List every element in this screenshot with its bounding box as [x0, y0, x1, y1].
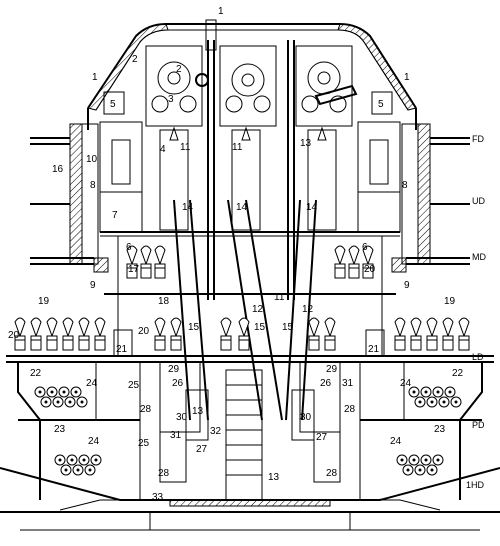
gun-house-armour	[87, 23, 417, 130]
label-24b: 24	[400, 378, 412, 389]
label-21-right: 21	[368, 344, 380, 355]
label-5-left: 5	[110, 99, 116, 110]
label-15b: 15	[254, 322, 266, 333]
gun-breech-mechanisms	[145, 45, 358, 127]
hull-side-structure	[30, 123, 470, 273]
label-20-right: 20	[364, 264, 376, 275]
label-8-left: 8	[90, 180, 96, 191]
label-27-left: 27	[196, 444, 208, 455]
label-28d: 28	[326, 468, 338, 479]
label-24a: 24	[86, 378, 98, 389]
label-9-left: 9	[90, 280, 96, 291]
shell-hoist-trunks	[173, 199, 317, 421]
label-8-right: 8	[402, 180, 408, 191]
label-32: 32	[210, 426, 222, 437]
label-14c: 14	[306, 202, 318, 213]
label-24d: 24	[390, 436, 402, 447]
part-number-labels: 1 1 1 2 2 3 4 5 5 6 6 7 8 8 9 9 10 11 11…	[8, 6, 464, 503]
label-26-right: 26	[320, 378, 332, 389]
label-12a: 12	[252, 304, 264, 315]
hull-bottom	[0, 467, 500, 531]
label-1: 1	[218, 6, 224, 17]
label-28c: 28	[158, 468, 170, 479]
label-19-left: 19	[38, 296, 50, 307]
label-25a: 25	[128, 380, 140, 391]
label-18: 18	[158, 296, 170, 307]
label-28b: 28	[344, 404, 356, 415]
label-13c: 13	[268, 472, 280, 483]
label-1-right: 1	[404, 72, 410, 83]
deck-labels: FD UD MD LD PD 1HD	[466, 134, 486, 490]
label-12b: 12	[302, 304, 314, 315]
label-14b: 14	[236, 202, 248, 213]
component-5-right	[371, 91, 393, 115]
deck-label-1hd: 1HD	[466, 480, 485, 490]
deck-label-fd: FD	[472, 134, 484, 144]
deck-label-pd: PD	[472, 420, 485, 430]
label-11b: 11	[232, 142, 243, 153]
component-5-left	[103, 91, 125, 115]
central-trunk	[205, 19, 295, 300]
label-5-right: 5	[378, 99, 384, 110]
lower-deck	[6, 329, 494, 363]
label-23-left: 23	[54, 424, 66, 435]
label-22-right: 22	[452, 368, 464, 379]
label-2b: 2	[176, 64, 182, 75]
label-11c: 11	[274, 292, 285, 303]
label-6-right: 6	[362, 242, 368, 253]
label-1-left: 1	[92, 72, 98, 83]
label-30-left: 30	[176, 412, 188, 423]
shell-racks-lower	[14, 317, 470, 351]
gun-hoists	[159, 126, 337, 231]
deck-label-md: MD	[472, 252, 486, 262]
deck-label-ud: UD	[472, 196, 485, 206]
label-9-right: 9	[404, 280, 410, 291]
deck-label-ld: LD	[472, 352, 484, 362]
label-15a: 15	[188, 322, 200, 333]
label-29-left: 29	[168, 364, 180, 375]
label-16: 16	[52, 164, 64, 175]
label-10: 10	[86, 154, 98, 165]
label-27-right: 27	[316, 432, 328, 443]
label-23-right: 23	[434, 424, 446, 435]
label-31-right: 31	[342, 378, 354, 389]
label-6-left: 6	[126, 242, 132, 253]
handling-rooms	[17, 361, 483, 500]
label-13: 13	[300, 138, 312, 149]
shell-racks-middle	[126, 245, 374, 279]
label-25b: 25	[138, 438, 150, 449]
label-31-left: 31	[170, 430, 182, 441]
label-24c: 24	[88, 436, 100, 447]
label-29-right: 29	[326, 364, 338, 375]
label-7: 7	[112, 210, 118, 221]
label-11a: 11	[180, 142, 191, 153]
middle-deck-frame	[104, 235, 396, 356]
label-3: 3	[168, 94, 174, 105]
label-28a: 28	[140, 404, 152, 415]
label-26-left: 26	[172, 378, 184, 389]
label-19-right: 19	[444, 296, 456, 307]
label-14a: 14	[182, 202, 194, 213]
label-33: 33	[152, 492, 164, 503]
label-21-left: 21	[116, 344, 128, 355]
label-30-right: 30	[300, 412, 312, 423]
label-22-left: 22	[30, 368, 42, 379]
label-15c: 15	[282, 322, 294, 333]
label-20-left: 20	[8, 330, 20, 341]
label-17: 17	[128, 264, 140, 275]
label-20-mid: 20	[138, 326, 150, 337]
label-13b: 13	[192, 406, 204, 417]
label-2: 2	[132, 54, 138, 65]
label-4: 4	[160, 144, 166, 155]
